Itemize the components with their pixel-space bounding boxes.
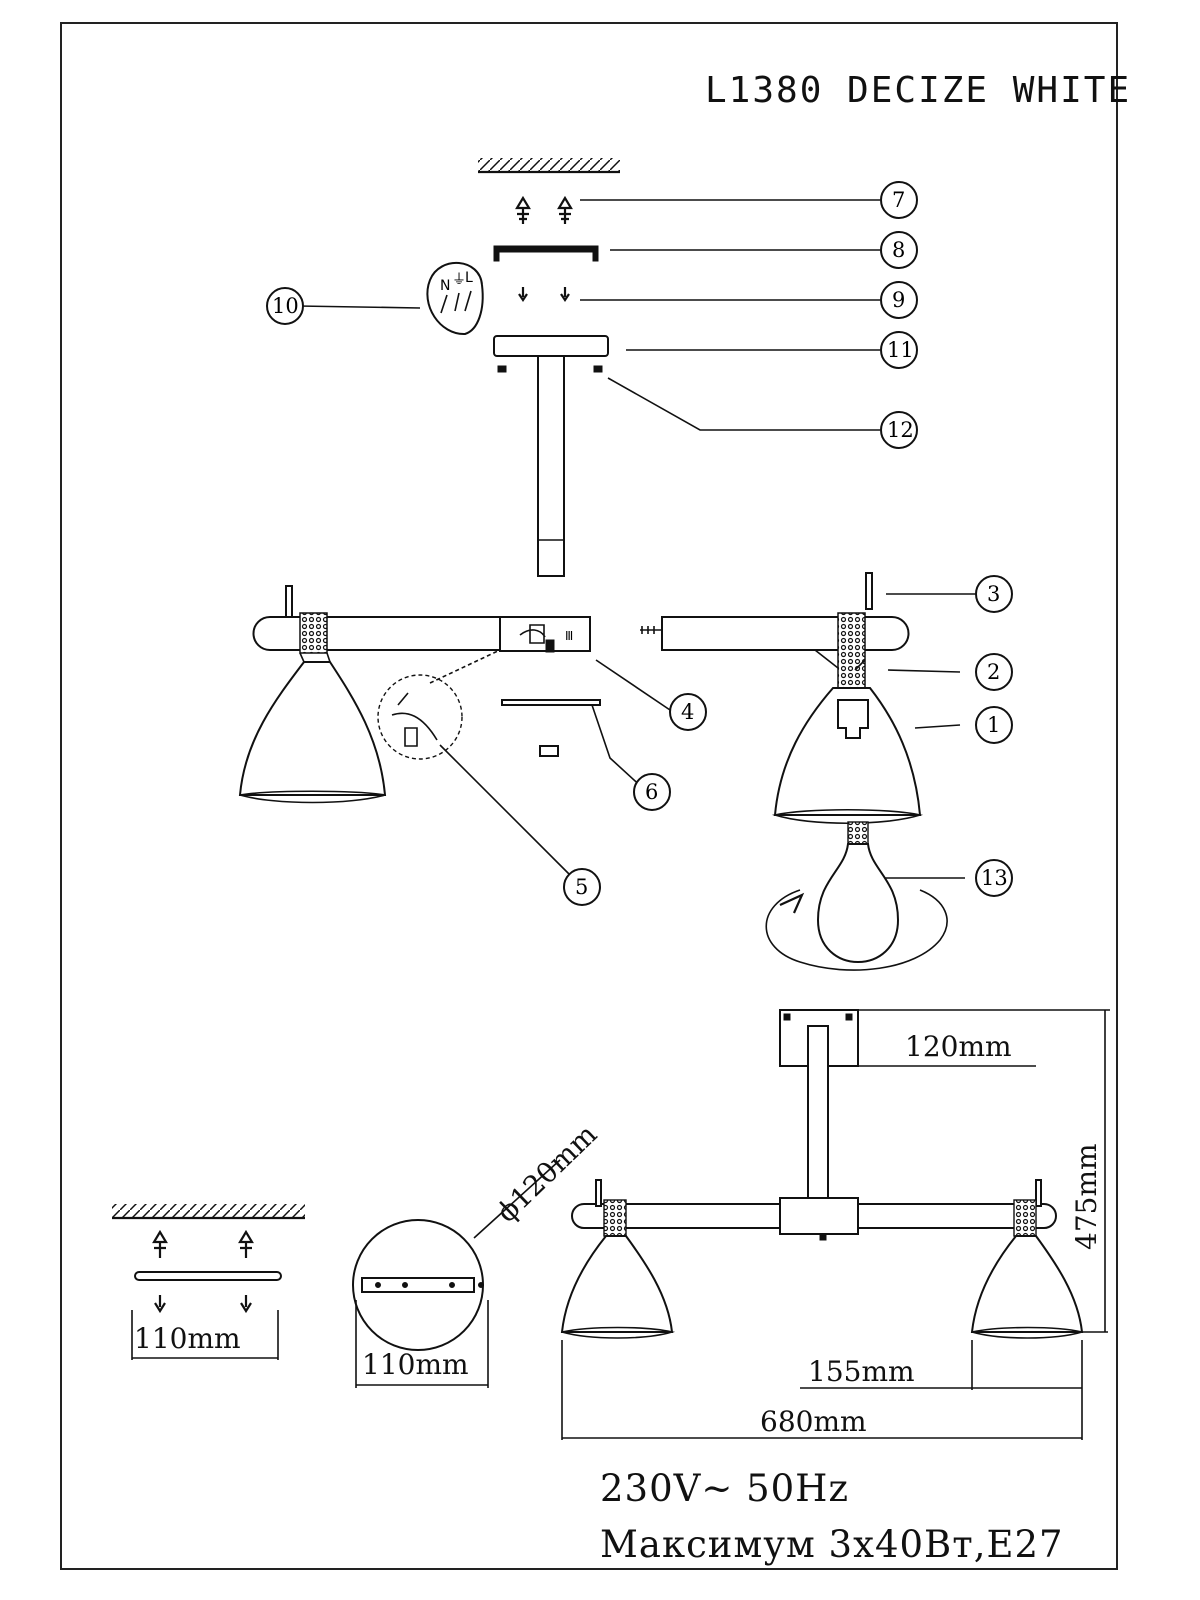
leader-lines [297,199,976,881]
terminal-letter-earth: ⏚ [452,272,466,288]
svg-text:8: 8 [892,238,905,262]
terminal-letter-n: N [440,278,450,294]
dim-canopy-bracket: 110mm [362,1348,469,1381]
callout-8: 8 [880,231,918,269]
svg-text:10: 10 [272,294,299,318]
svg-text:1: 1 [987,713,1000,737]
svg-text:7: 7 [892,188,905,212]
svg-text:3: 3 [987,582,1000,606]
canopy-screws-part-12 [497,365,603,373]
left-lamp-arm [238,585,506,804]
center-hub-part-4: Ⅲ [499,616,591,653]
mounting-bracket-part-8 [493,245,599,262]
svg-text:6: 6 [645,780,658,804]
callout-9: 9 [880,281,918,319]
callout-6: 6 [633,773,671,811]
callout-10: 10 [266,287,304,325]
pin-part-3 [865,572,873,610]
canopy-diameter-detail [352,1159,561,1388]
terminal-block-part-10: N ⏚ L [426,262,484,336]
spec-voltage: 230V~ 50Hz [600,1467,849,1510]
svg-text:4: 4 [681,700,694,724]
svg-text:11: 11 [887,338,914,362]
screws-part-9 [518,287,570,302]
svg-text:12: 12 [887,418,914,442]
callout-7: 7 [880,181,918,219]
svg-text:2: 2 [987,660,1000,684]
cover-plate-part-6 [501,699,601,757]
canopy-part-11 [493,335,609,577]
dim-canopy-width: 120mm [905,1030,1012,1063]
wall-plugs-part-7 [515,195,573,224]
svg-text:9: 9 [892,288,905,312]
callout-1: 1 [975,706,1013,744]
wiring-detail-part-5 [377,649,501,760]
callout-3: 3 [975,575,1013,613]
dim-shade-diameter: 155mm [808,1355,915,1388]
callout-12: 12 [880,411,918,449]
callout-13: 13 [975,859,1013,897]
bracket-spacing-detail [112,1204,305,1360]
terminal-letter-l: L [465,270,473,286]
svg-text:13: 13 [981,866,1008,890]
dim-total-height: 475mm [1070,1143,1103,1250]
callout-5: 5 [563,868,601,906]
drawing-frame [60,22,1118,1570]
svg-text:Ⅲ: Ⅲ [565,629,573,643]
callout-11: 11 [880,331,918,369]
svg-text:5: 5 [575,875,588,899]
spec-maximum: Максимум 3х40Вт,Е27 [600,1523,1064,1566]
right-lamp-arm [640,612,924,825]
callout-4: 4 [669,693,707,731]
dim-total-width: 680mm [760,1405,867,1438]
ceiling-hatch [478,158,620,174]
bulb-part-13 [765,821,948,971]
dimensioned-fixture [560,1009,1110,1440]
callout-2: 2 [975,653,1013,691]
dim-bracket-spacing: 110mm [134,1322,241,1355]
product-title: L1380 DECIZE WHITE [705,70,1132,111]
